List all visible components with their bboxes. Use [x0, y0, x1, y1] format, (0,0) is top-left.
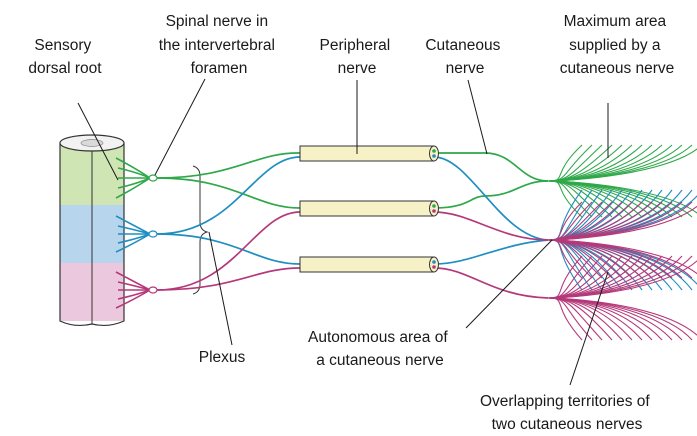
label-plexus: Plexus — [199, 349, 246, 366]
plexus-bracket — [193, 166, 207, 294]
label-cutaneous-nerve: Cutaneous nerve — [425, 37, 504, 77]
leader-spinal-nerve — [155, 79, 205, 175]
label-peripheral-nerve: Peripheral nerve — [320, 37, 395, 77]
skin-territory-green — [548, 145, 697, 217]
peripheral-nerve-2 — [300, 201, 434, 216]
label-spinal-nerve: Spinal nerve in the intervertebral foram… — [159, 13, 280, 77]
leader-plexus — [209, 232, 232, 345]
peripheral-nerve-3 — [300, 257, 434, 272]
label-autonomous-area: Autonomous area of a cutaneous nerve — [308, 329, 452, 369]
label-maximum-area: Maximum area supplied by a cutaneous ner… — [560, 13, 675, 77]
spinal-cord — [60, 135, 124, 325]
label-overlapping-territories: Overlapping territories of two cutaneous… — [480, 393, 654, 433]
label-sensory-dorsal-root: Sensory dorsal root — [28, 37, 102, 77]
foramen-knots — [149, 175, 157, 293]
skin-territories — [548, 145, 697, 340]
nerve-fibers — [157, 153, 548, 298]
peripheral-nerve-tubes — [300, 146, 439, 272]
leader-cutaneous-nerve — [468, 80, 487, 154]
leader-autonomous — [466, 240, 552, 328]
peripheral-nerve-1 — [300, 146, 434, 161]
